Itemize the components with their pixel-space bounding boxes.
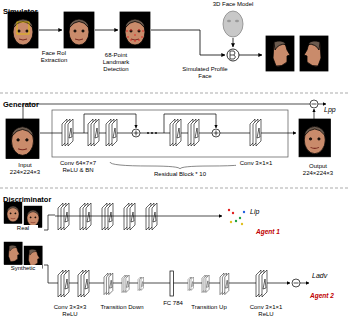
layer-label: Conv 3×3×3 ReLU (48, 304, 92, 318)
layer-label: Real (8, 225, 38, 232)
layer-label: Transition Up (186, 304, 232, 311)
loss-label: Lip (250, 208, 270, 216)
panel-title: Simulator (3, 8, 38, 16)
layer-label: 68-Point Landmark Detection (96, 52, 136, 73)
layer-label: Output 224×224×3 (295, 163, 341, 177)
layer-label: Input 224×224×3 (3, 162, 47, 176)
layer-label: Residual Block * 10 (145, 171, 215, 178)
layer-label: FC 784 (160, 300, 186, 307)
layer-label: Conv 3×1×1 ReLU (244, 304, 288, 318)
loss-label: Ladv (312, 272, 342, 280)
discriminator-illustration (4, 202, 309, 297)
layer-label: Transition Down (98, 304, 146, 311)
loss-label: Lpp (324, 106, 344, 114)
agent-label: Agent 1 (248, 228, 288, 235)
panel-title: Generator (3, 101, 39, 109)
agent-label: Agent 2 (300, 292, 344, 299)
layer-label: Conv 3×1×1 (236, 160, 276, 167)
panel-band: Simulator (0, 0, 348, 93)
simulator-illustration (8, 11, 328, 71)
generator-illustration (6, 100, 331, 169)
layer-label: Synthetic (4, 265, 42, 272)
layer-label: 3D Face Model (208, 1, 258, 8)
layer-label: Simulated Profile Face (180, 66, 230, 80)
panel-separator (0, 93, 348, 188)
layer-label: Face RoI Extraction (38, 50, 70, 64)
panel-title: Discriminator (3, 196, 51, 204)
layer-label: Conv 64×7×7 ReLU & BN (54, 160, 102, 174)
